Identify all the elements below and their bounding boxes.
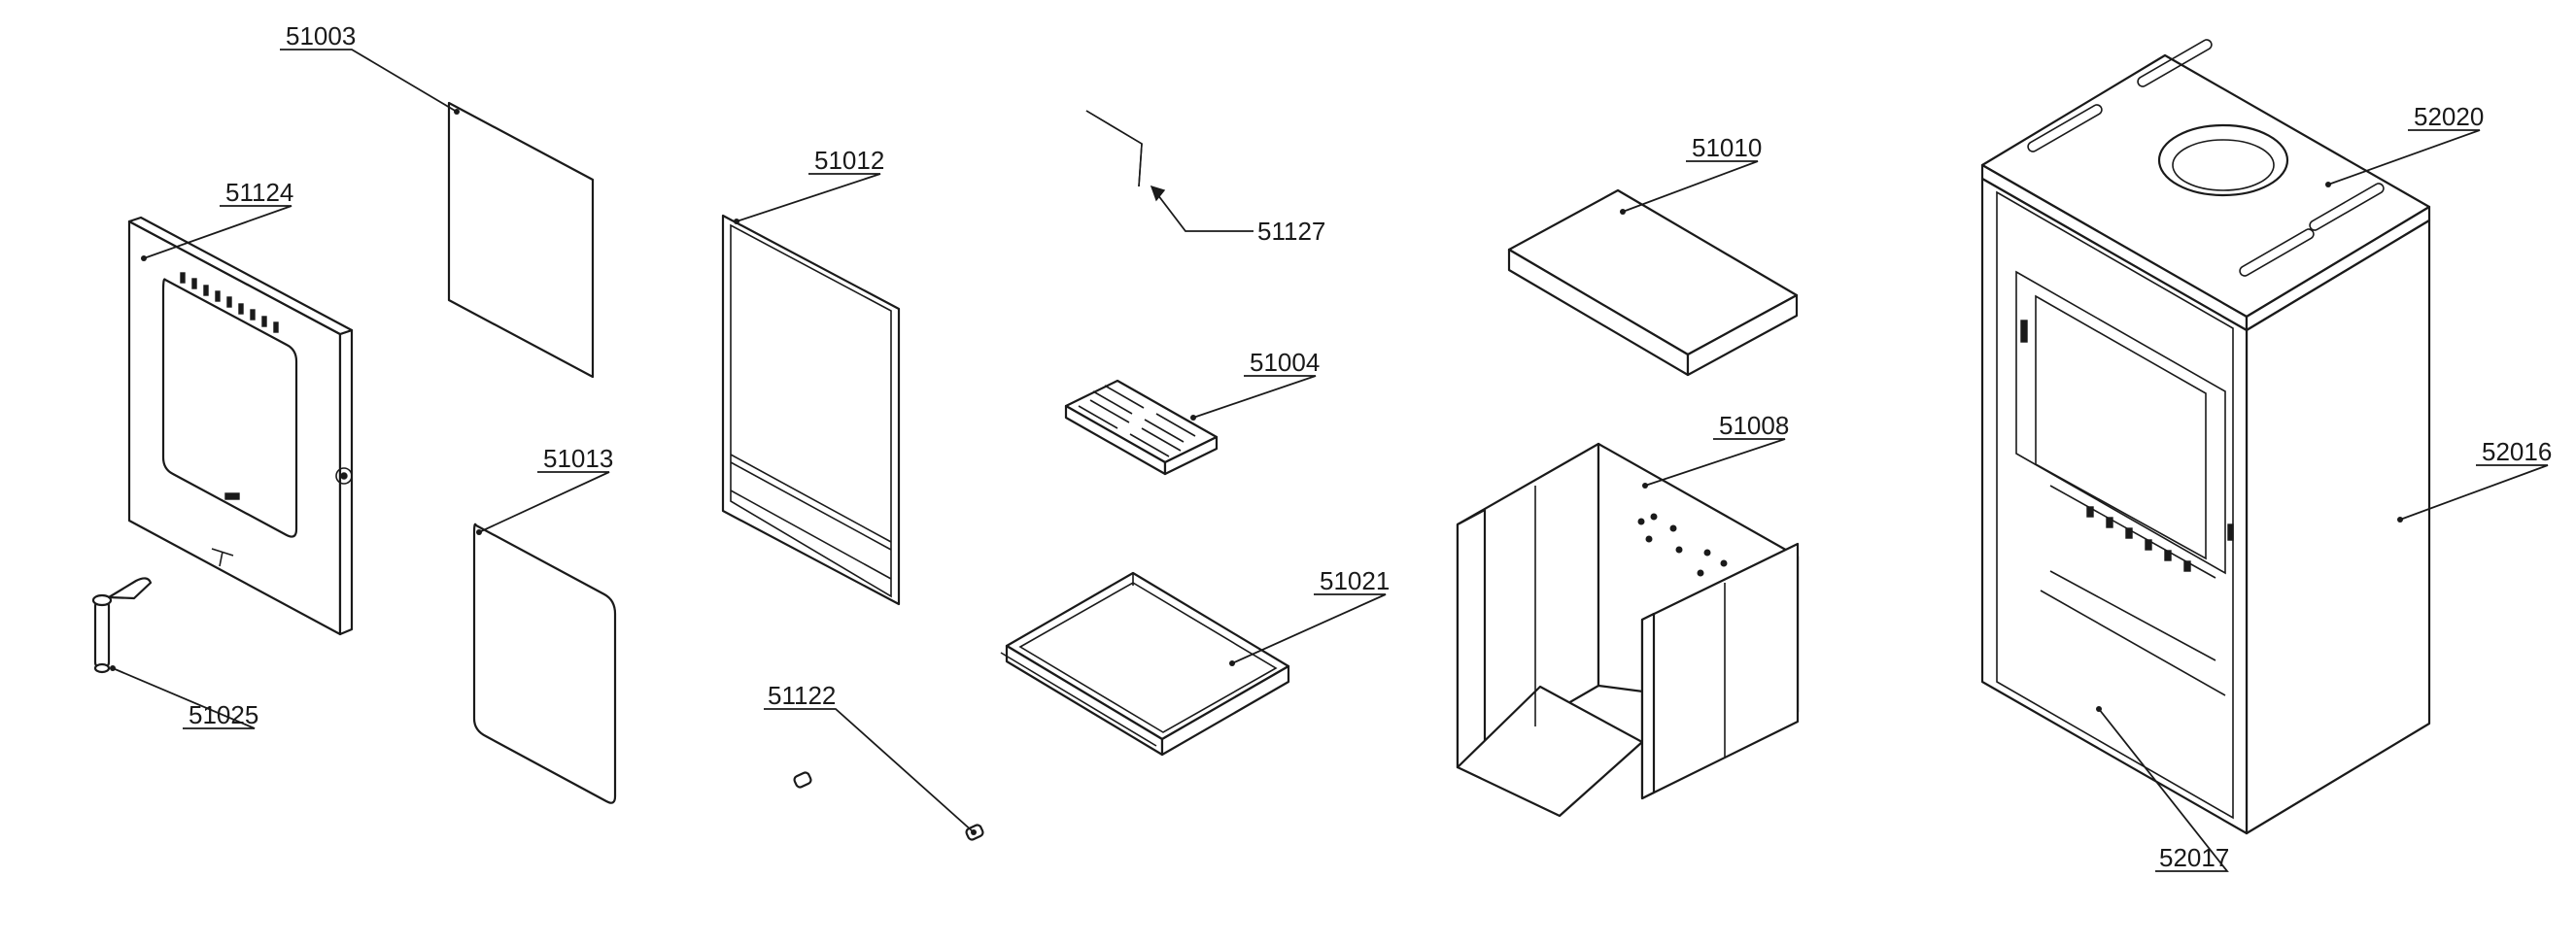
callout-51124: 51124 [225, 178, 293, 207]
callout-51008: 51008 [1719, 411, 1789, 440]
arrowhead-51127 [1150, 185, 1166, 202]
callout-51127: 51127 [1257, 217, 1325, 246]
stove-body-part [1980, 39, 2431, 835]
rear-glass-panel-part [472, 523, 617, 804]
door-gasket-part [721, 214, 901, 606]
callout-51012: 51012 [814, 146, 884, 175]
door-frame-part [127, 216, 354, 636]
callout-dots [110, 109, 2403, 835]
leader-lines [112, 49, 2549, 872]
callout-51003: 51003 [286, 21, 356, 51]
baffle-slab-part [1507, 188, 1799, 377]
callout-51013: 51013 [543, 444, 613, 473]
rod-part [1085, 110, 1143, 187]
callout-52020: 52020 [2414, 102, 2484, 131]
firebox-liner-part [1456, 442, 1800, 818]
callout-52016: 52016 [2482, 437, 2552, 466]
grate-part [1064, 379, 1219, 476]
callout-51025: 51025 [189, 700, 258, 729]
callout-51004: 51004 [1250, 348, 1320, 377]
glass-panel-part [447, 101, 595, 379]
handle-part [91, 577, 153, 674]
ash-pan-part [1000, 571, 1290, 757]
callout-51010: 51010 [1692, 133, 1762, 162]
callout-51021: 51021 [1320, 566, 1390, 595]
pins-part [793, 771, 984, 841]
callout-52017: 52017 [2159, 843, 2229, 872]
callout-51122: 51122 [768, 681, 836, 710]
callout-labels: 51003 51124 51025 51013 51012 51122 5112… [189, 21, 2552, 872]
